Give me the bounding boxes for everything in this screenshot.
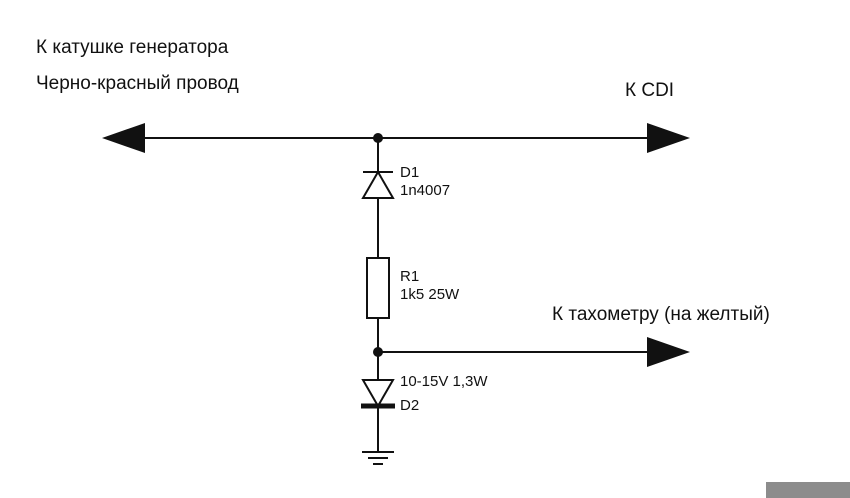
d2-value-label: 10-15V 1,3W xyxy=(400,373,488,390)
resistor-r1-symbol xyxy=(366,257,390,319)
d1-ref-label: D1 xyxy=(400,164,420,181)
arrow-left-to-generator xyxy=(102,123,145,153)
generator-wire-color-label: Черно-красный провод xyxy=(36,73,239,94)
corner-gray-block xyxy=(766,482,850,498)
r1-value-label: 1k5 25W xyxy=(400,286,460,303)
d2-ref-label: D2 xyxy=(400,397,420,414)
generator-coil-label: К катушке генератора xyxy=(36,37,229,58)
arrow-right-to-cdi xyxy=(647,123,690,153)
tachometer-label: К тахометру (на желтый) xyxy=(552,304,770,325)
junction-dot-top xyxy=(373,133,383,143)
d1-value-label: 1n4007 xyxy=(400,182,451,199)
junction-dot-bottom xyxy=(373,347,383,357)
cdi-label: К CDI xyxy=(625,80,675,101)
ground-icon xyxy=(362,451,394,465)
arrow-right-to-tachometer xyxy=(647,337,690,367)
r1-ref-label: R1 xyxy=(400,268,420,285)
diode-d1-symbol xyxy=(361,169,395,199)
zener-d2-symbol xyxy=(361,379,395,409)
